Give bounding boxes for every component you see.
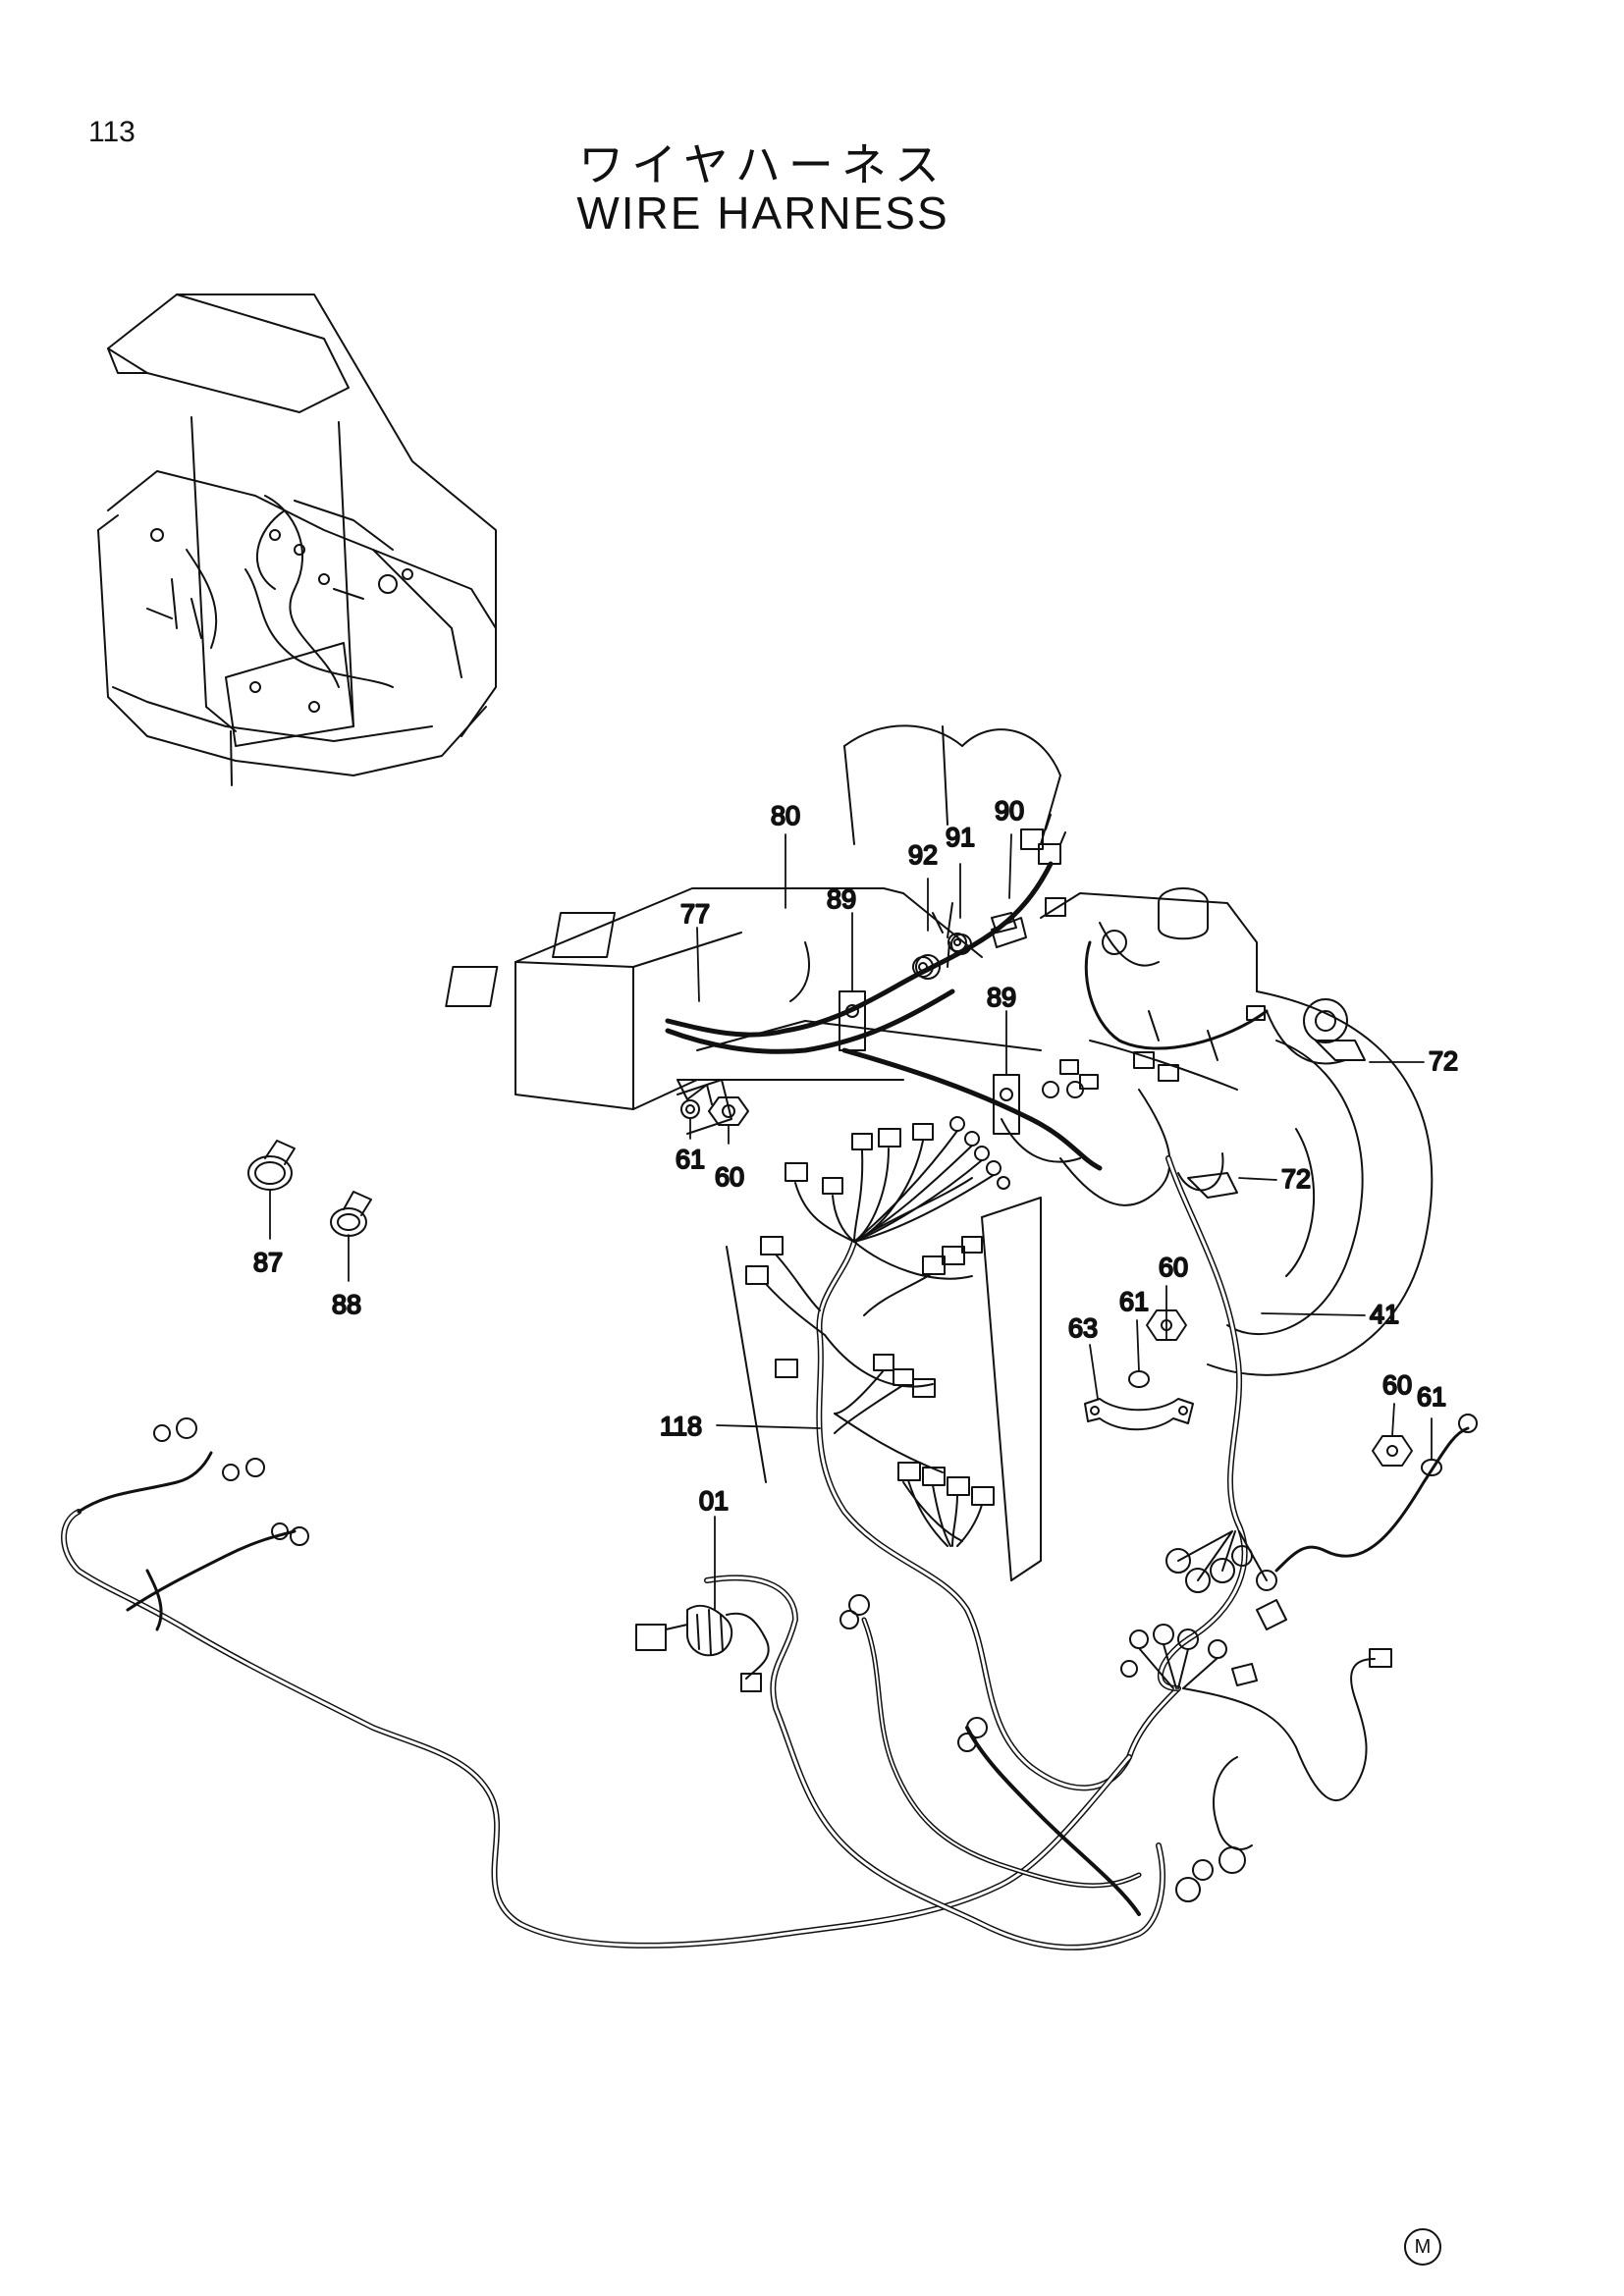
bottom-harnesses	[61, 1417, 1165, 1950]
callout-89-left: 89	[827, 884, 856, 914]
callout-63: 63	[1068, 1313, 1098, 1343]
callout-92: 92	[908, 840, 938, 870]
callout-77: 77	[680, 899, 710, 929]
top-connectors	[445, 814, 1348, 1098]
callout-labels: 80 92 91 90 77 89 89 72 72 61 60 87 88 6…	[252, 795, 1459, 1517]
callout-60-right: 60	[1382, 1370, 1412, 1400]
callout-89-right: 89	[987, 983, 1016, 1012]
callout-41: 41	[1370, 1300, 1399, 1329]
page-number: 113	[88, 116, 135, 148]
callout-61-right: 61	[1417, 1382, 1446, 1412]
title-japanese: ワイヤハーネス	[578, 138, 947, 191]
title-english: WIRE HARNESS	[576, 187, 949, 239]
callout-87: 87	[253, 1248, 283, 1277]
callout-60-mid: 60	[1159, 1253, 1188, 1282]
main-housing	[514, 724, 1434, 1581]
cab-overview-inset	[97, 294, 497, 786]
callout-61-left: 61	[676, 1145, 705, 1174]
callout-80: 80	[771, 801, 800, 830]
hardware-left	[677, 917, 1027, 1135]
callout-72-top: 72	[1429, 1046, 1458, 1076]
callout-118: 118	[660, 1412, 702, 1441]
callout-61-mid: 61	[1119, 1287, 1149, 1316]
callout-91: 91	[946, 823, 975, 852]
callout-72-bottom: 72	[1281, 1164, 1311, 1194]
callout-01: 01	[699, 1486, 729, 1516]
leader-lines	[269, 833, 1433, 1611]
callout-88: 88	[332, 1290, 361, 1319]
middle-harness-118	[745, 1116, 1181, 1791]
right-harness-41	[1120, 1155, 1478, 1902]
callout-60-left: 60	[715, 1162, 744, 1192]
corner-mark: M	[1404, 2228, 1441, 2266]
callout-90: 90	[995, 796, 1024, 826]
clamps-87-88	[247, 1140, 372, 1237]
